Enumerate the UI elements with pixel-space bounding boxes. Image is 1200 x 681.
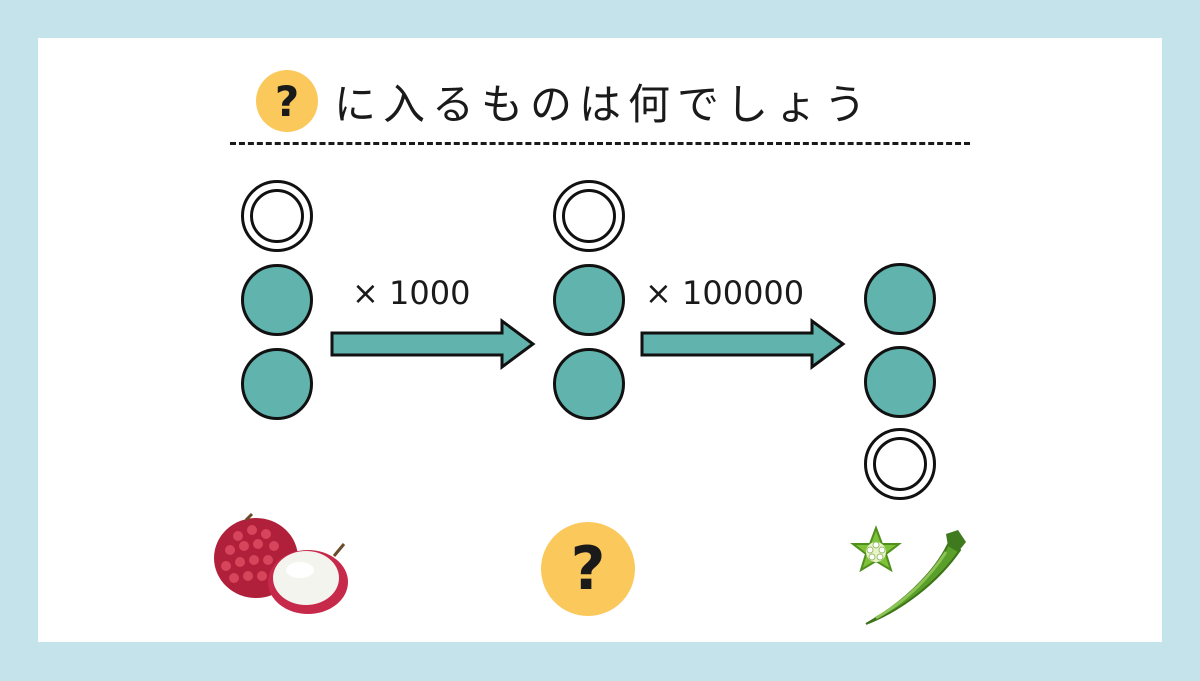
teal-circle bbox=[864, 263, 936, 335]
answer-question-badge: ? bbox=[541, 522, 635, 616]
arrow-right-icon bbox=[640, 318, 846, 370]
ring-circle bbox=[864, 428, 936, 500]
teal-circle bbox=[864, 346, 936, 418]
okra-icon bbox=[850, 525, 966, 625]
teal-circle bbox=[553, 348, 625, 420]
teal-circle bbox=[553, 264, 625, 336]
dashed-divider bbox=[230, 142, 970, 145]
question-badge-icon: ? bbox=[256, 70, 318, 132]
multiplier-label-1: × 1000 bbox=[352, 274, 471, 312]
title-row: ? に入るものは何でしょう bbox=[256, 66, 873, 136]
ring-circle bbox=[241, 180, 313, 252]
page-title: に入るものは何でしょう bbox=[334, 79, 874, 129]
ring-circle bbox=[553, 180, 625, 252]
teal-circle bbox=[241, 348, 313, 420]
arrow-right-icon bbox=[330, 318, 536, 370]
lychee-icon bbox=[214, 512, 348, 614]
multiplier-label-2: × 100000 bbox=[645, 274, 805, 312]
teal-circle bbox=[241, 264, 313, 336]
